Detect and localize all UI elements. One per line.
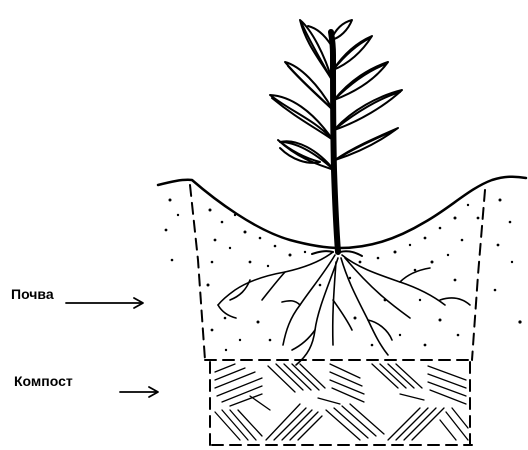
compost-hatching xyxy=(215,364,468,440)
arrows xyxy=(66,298,158,397)
plant-roots xyxy=(218,252,470,365)
soil-texture-dots xyxy=(165,199,522,352)
soil-surface-line xyxy=(158,177,526,248)
compost-label: Компост xyxy=(14,373,73,389)
soil-label: Почва xyxy=(11,286,54,302)
